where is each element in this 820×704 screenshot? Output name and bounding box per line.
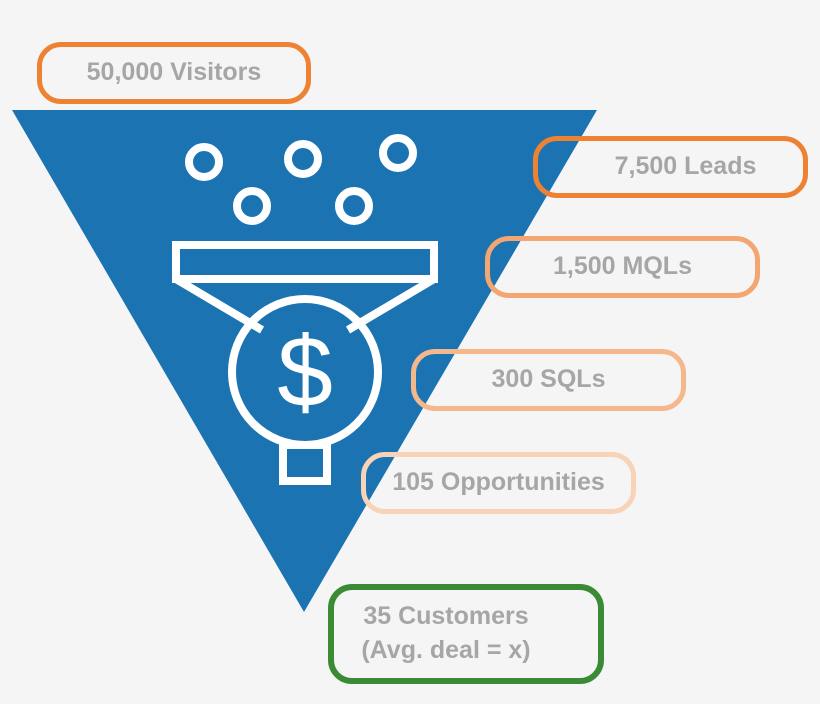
stage-label: 300 SQLs [491, 365, 606, 394]
stage-customers: 35 Customers (Avg. deal = x) [328, 584, 604, 684]
stage-visitors: 50,000 Visitors [37, 42, 311, 104]
dollar-sign-icon: $ [277, 316, 333, 428]
funnel-triangle [12, 110, 597, 612]
stage-label: 7,500 Leads [614, 152, 757, 181]
stage-leads: 7,500 Leads [533, 136, 808, 198]
stage-label: 1,500 MQLs [553, 252, 692, 281]
stage-mqls: 1,500 MQLs [485, 236, 760, 298]
coins-icon [185, 134, 417, 225]
stage-opportunities: 105 Opportunities [361, 452, 636, 514]
stage-label: 35 Customers [363, 602, 529, 631]
stage-sqls: 300 SQLs [411, 349, 686, 411]
stage-sublabel: (Avg. deal = x) [361, 636, 531, 664]
stage-label: 105 Opportunities [392, 468, 605, 497]
stage-label: 50,000 Visitors [86, 58, 262, 87]
funnel-icon [172, 241, 438, 485]
